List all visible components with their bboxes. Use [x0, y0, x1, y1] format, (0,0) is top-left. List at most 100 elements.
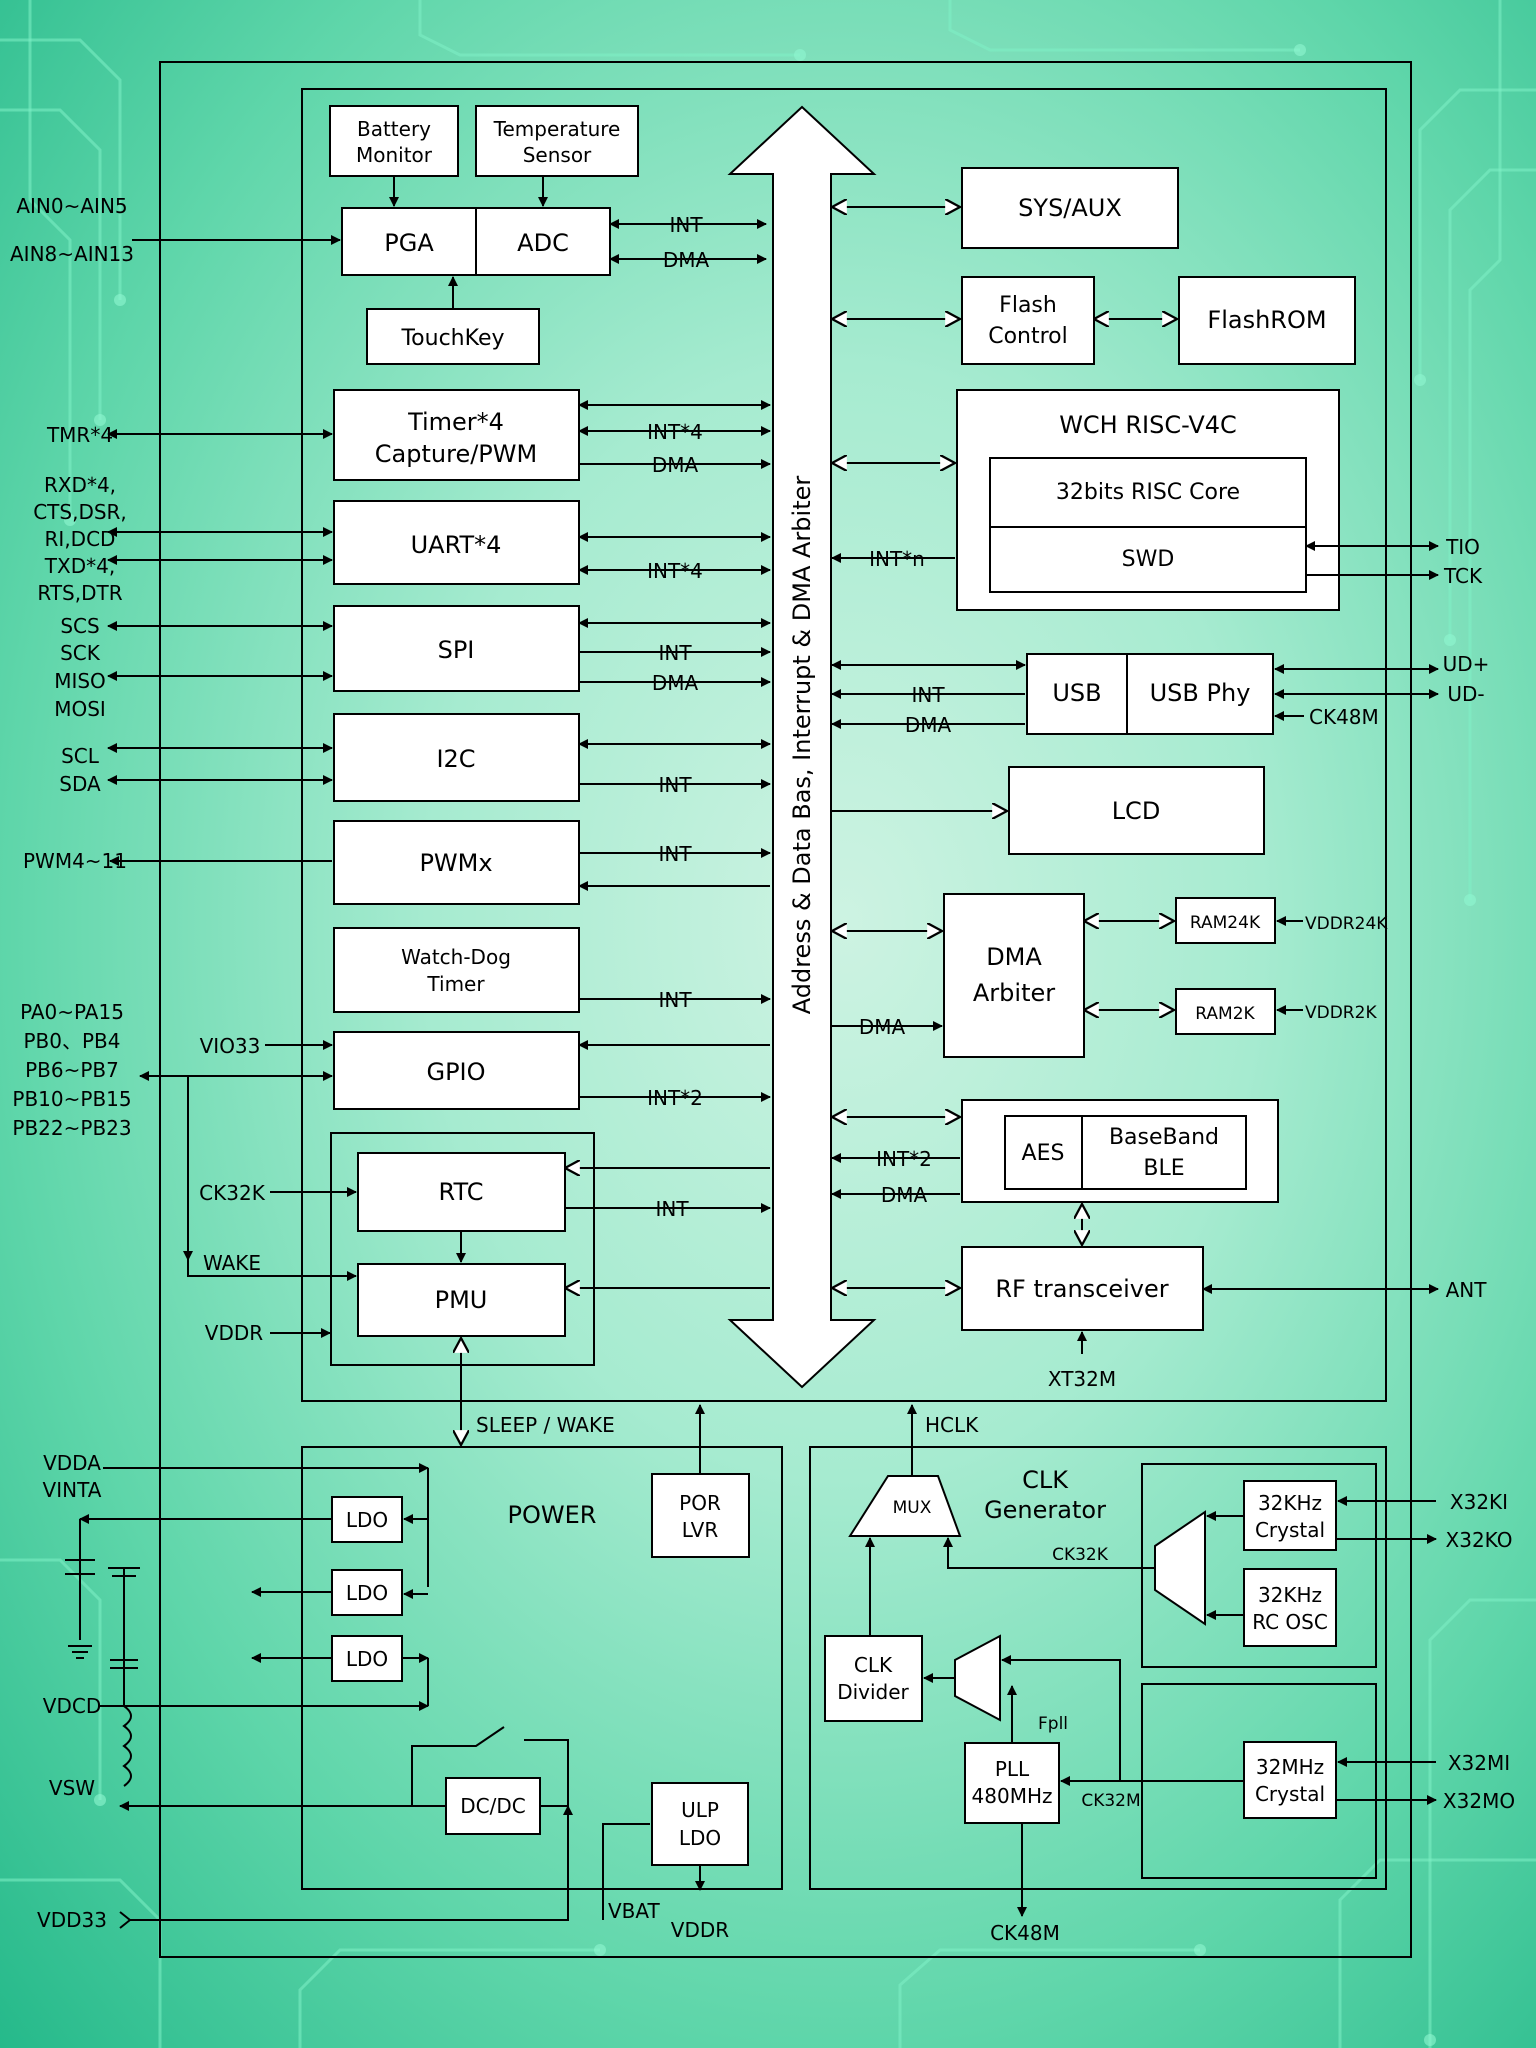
pin-sda: SDA	[59, 772, 101, 796]
pin-ain-1: AIN0~AIN5	[16, 194, 127, 218]
osc32k-label-1: 32KHz	[1258, 1583, 1322, 1607]
adc-int-label: INT	[669, 213, 703, 237]
pwmx-label: PWMx	[419, 849, 492, 877]
temperature-sensor-block	[475, 105, 639, 177]
fpll-label: Fpll	[1038, 1714, 1068, 1734]
pwmx-int-label: INT	[658, 842, 692, 866]
clkdiv-label-1: CLK	[854, 1653, 893, 1677]
wdt-int-label: INT	[658, 988, 692, 1012]
ck32m-label: CK32M	[1081, 1791, 1140, 1811]
pin-uart-2: CTS,DSR,	[33, 500, 127, 524]
dma-label-2: Arbiter	[973, 979, 1055, 1007]
rtc-block	[357, 1152, 566, 1232]
gpio-label: GPIO	[426, 1058, 485, 1086]
flashrom-block	[1178, 276, 1356, 365]
bus-links-left: INT DMA INT*4 DMA INT*4 INT DMA INT INT …	[456, 213, 771, 1288]
xt32m-in-label: XT32M	[1048, 1367, 1116, 1391]
por-label-2: LVR	[682, 1518, 719, 1542]
pin-uart-3: RI,DCD	[45, 527, 116, 551]
ble-int-label: INT*2	[876, 1147, 932, 1171]
spi-block	[333, 605, 580, 692]
spi-dma-label: DMA	[652, 671, 699, 695]
i2c-int-label: INT	[658, 773, 692, 797]
pin-ant: ANT	[1446, 1278, 1488, 1302]
uart-int-label: INT*4	[647, 559, 703, 583]
touchkey-block	[366, 308, 540, 365]
por-lvr-block	[651, 1473, 750, 1558]
right-pins: TIO TCK UD+ UD- ANT X32KI X32KO X32MI X3…	[1202, 535, 1515, 1813]
gpio-int-label: INT*2	[647, 1086, 703, 1110]
ram24k-block	[1175, 897, 1276, 944]
osc32k-label-2: RC OSC	[1252, 1610, 1328, 1634]
ck48m-out-label: CK48M	[990, 1921, 1060, 1945]
clkdiv-label-2: Divider	[837, 1680, 909, 1704]
cpu-int-label: INT*n	[869, 547, 925, 571]
uart-label: UART*4	[411, 531, 502, 559]
chip-outline	[159, 61, 1412, 1958]
ck32k-mux-label: CK32K	[1052, 1545, 1109, 1565]
ulp-ldo-block	[651, 1782, 749, 1866]
timer-label-2: Capture/PWM	[375, 440, 537, 468]
ldo-2-block	[331, 1569, 403, 1616]
pin-vinta: VINTA	[43, 1478, 102, 1502]
ldo-1-block	[331, 1496, 403, 1543]
pin-pa-5: PB22~PB23	[12, 1116, 131, 1140]
pin-vddr: VDDR	[205, 1321, 263, 1345]
dma-arbiter-block	[943, 893, 1085, 1058]
power-links: VBAT VDDR	[65, 1463, 729, 1942]
pin-ck32k: CK32K	[199, 1181, 266, 1205]
pll-label-1: PLL	[995, 1757, 1030, 1781]
bus-label: Address & Data Bas, Interrupt & DMA Arbi…	[788, 476, 816, 1015]
por-label-1: POR	[679, 1491, 721, 1515]
pmu-block	[357, 1263, 566, 1337]
sysaux-label: SYS/AUX	[1018, 194, 1122, 222]
baseband-label-1: BaseBand	[1109, 1125, 1219, 1150]
sleep-wake-label: SLEEP / WAKE	[476, 1413, 615, 1437]
flash-control-block	[961, 276, 1095, 365]
swd-block	[989, 526, 1307, 593]
timer-block	[333, 389, 580, 481]
usb-int-label: INT	[911, 683, 945, 707]
pmu-label: PMU	[435, 1286, 488, 1314]
watchdog-label-1: Watch-Dog	[401, 945, 511, 969]
pin-vdda: VDDA	[43, 1451, 101, 1475]
risc-core-block	[989, 457, 1307, 528]
pin-x32ki: X32KI	[1450, 1490, 1508, 1514]
dma-arb-label: DMA	[859, 1015, 906, 1039]
lcd-block	[1008, 766, 1265, 855]
flashctl-label-2: Control	[988, 324, 1068, 349]
ldo-3-label: LDO	[346, 1647, 388, 1671]
usbphy-label: USB Phy	[1150, 679, 1251, 707]
rtc-label: RTC	[439, 1178, 484, 1206]
bus-links-right: INT*n INT DMA DMA VDDR24K VDDR2K INT*2 D…	[832, 207, 1388, 1391]
vbat-label: VBAT	[608, 1899, 661, 1923]
pin-x32mo: X32MO	[1443, 1789, 1515, 1813]
clk-links: CK32K Fpll CK32M CK48M	[865, 1511, 1244, 1945]
lcd-label: LCD	[1112, 797, 1161, 825]
usb-phy-block	[1126, 653, 1274, 735]
osc32k-frame	[1141, 1463, 1377, 1668]
vddr2k-label: VDDR2K	[1305, 1003, 1377, 1023]
xt32m-label-2: Crystal	[1255, 1782, 1325, 1806]
rtc-int-label: INT	[655, 1197, 689, 1221]
clkgen-title-1: CLK	[1022, 1466, 1069, 1494]
pin-tio: TIO	[1445, 535, 1480, 559]
battery-label-2: Monitor	[356, 143, 433, 167]
ulp-label-1: ULP	[681, 1798, 719, 1822]
ram24k-label: RAM24K	[1190, 913, 1261, 933]
dcdc-label: DC/DC	[460, 1794, 525, 1818]
pin-uart-5: RTS,DTR	[37, 581, 122, 605]
pin-wake: WAKE	[203, 1251, 261, 1275]
watchdog-block	[333, 927, 580, 1013]
pin-pa-2: PB0、PB4	[23, 1029, 120, 1053]
left-pins: AIN0~AIN5 AIN8~AIN13 TMR*4 RXD*4, CTS,DS…	[10, 194, 357, 1932]
adc-dma-label: DMA	[663, 248, 710, 272]
touchkey-label: TouchKey	[400, 326, 504, 351]
xt32k-label-1: 32KHz	[1258, 1491, 1322, 1515]
crystal-32m-block	[1243, 1741, 1337, 1819]
i2c-label: I2C	[436, 745, 475, 773]
internal-links: SLEEP / WAKE HCLK	[389, 176, 979, 1476]
pin-pa-1: PA0~PA15	[20, 1000, 124, 1024]
